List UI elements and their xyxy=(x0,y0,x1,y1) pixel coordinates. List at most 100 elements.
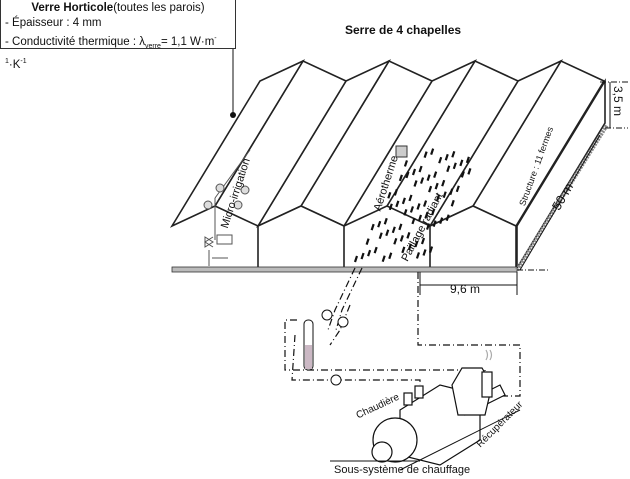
mulch-mark xyxy=(420,237,426,245)
mulch-mark xyxy=(399,235,404,242)
heating-subsystem-label: Sous-système de chauffage xyxy=(334,464,471,476)
mulch-mark xyxy=(430,148,435,155)
mulch-mark xyxy=(442,191,447,199)
mulch-mark xyxy=(423,200,428,207)
unit-k: ·K xyxy=(8,58,21,71)
mulch-mark xyxy=(451,150,456,158)
mulch-mark xyxy=(467,168,472,175)
greenhouse-structure xyxy=(169,59,606,271)
exp2: -1 xyxy=(20,58,27,66)
mulch-mark xyxy=(423,151,428,158)
aerotherme-unit xyxy=(395,145,408,158)
dimension-lines xyxy=(419,81,628,295)
mulch-mark xyxy=(459,159,464,167)
mulch-mark xyxy=(422,249,427,256)
mulch-mark xyxy=(391,226,396,234)
glass-info-box: Verre Horticole(toutes les parois) - Épa… xyxy=(0,0,236,71)
leader-dot xyxy=(230,112,236,118)
mulch-mark xyxy=(433,171,438,178)
mulch-mark xyxy=(411,168,417,176)
mulch-mark xyxy=(403,209,408,216)
mulch-mark xyxy=(353,255,359,263)
mulch-mark xyxy=(455,185,460,193)
info-conductivity: - Conductivité thermique : λverre= 1,1 W… xyxy=(5,31,231,73)
mulch-mark xyxy=(378,232,383,240)
mulch-mark xyxy=(393,237,398,245)
mulch-mark xyxy=(426,223,431,230)
mulch-mark xyxy=(449,188,454,196)
mulch-mark xyxy=(413,180,418,187)
mulch-mark xyxy=(450,199,455,207)
mulch-mark xyxy=(439,217,444,224)
mulch-mark xyxy=(381,255,386,263)
info-thickness: - Épaisseur : 4 mm xyxy=(5,17,102,29)
ground-strip xyxy=(171,266,518,273)
mulch-mark xyxy=(360,252,365,260)
pump-icon xyxy=(330,374,342,386)
mulch-mark xyxy=(365,238,370,245)
mulch-mark xyxy=(393,189,398,196)
radiant-mulch-marks xyxy=(353,148,472,263)
dim-height-label: 3,5 m xyxy=(611,85,626,117)
mulch-mark xyxy=(428,185,433,193)
side-wall xyxy=(516,78,606,271)
mulch-mark xyxy=(414,240,419,248)
pump-icon xyxy=(321,309,333,321)
mulch-mark xyxy=(387,191,392,199)
mulch-mark xyxy=(444,153,449,161)
mulch-mark xyxy=(434,182,439,190)
mulch-mark xyxy=(441,179,446,187)
mulch-mark xyxy=(415,252,420,259)
mulch-mark xyxy=(438,156,443,164)
mulch-mark xyxy=(417,214,423,222)
mulch-mark xyxy=(416,203,421,210)
mulch-mark xyxy=(460,171,465,178)
mulch-mark xyxy=(465,156,470,164)
mulch-mark xyxy=(446,165,451,173)
mulch-mark xyxy=(370,223,375,231)
mulch-mark xyxy=(432,220,437,227)
sprinklers xyxy=(203,149,251,266)
mulch-mark xyxy=(429,246,434,253)
info-title: Verre Horticole xyxy=(31,2,114,14)
conductivity-label: - Conductivité thermique : λ xyxy=(5,35,145,48)
mulch-mark xyxy=(401,197,406,205)
mulch-mark xyxy=(409,206,414,213)
dim-50m-line xyxy=(519,134,601,271)
dim-width-label: 9,6 m xyxy=(450,282,481,296)
mulch-mark xyxy=(401,246,406,254)
mulch-mark xyxy=(407,243,412,251)
conductivity-value: = 1,1 W·m xyxy=(160,35,215,48)
conductivity-sub: verre xyxy=(144,43,161,51)
pump-icon xyxy=(337,316,349,328)
mulch-mark xyxy=(408,194,413,202)
roof-left-0 xyxy=(169,59,306,228)
buffer-tank-fill xyxy=(305,345,312,369)
mulch-mark xyxy=(406,232,411,239)
info-title-note: (toutes les parois) xyxy=(113,2,205,14)
mulch-mark xyxy=(395,200,400,208)
mulch-mark xyxy=(445,214,450,222)
mulch-mark xyxy=(431,208,436,216)
mulch-mark xyxy=(452,162,457,170)
mulch-mark xyxy=(383,217,388,225)
mulch-mark xyxy=(385,229,390,237)
mulch-mark xyxy=(388,252,393,260)
mulch-mark xyxy=(367,249,372,257)
mulch-mark xyxy=(426,174,431,181)
recuperator-leader xyxy=(399,409,521,471)
mulch-mark xyxy=(411,217,416,225)
mulch-mark xyxy=(418,165,423,173)
diagram-title: Serre de 4 chapelles xyxy=(345,23,462,37)
heat-recovery-unit xyxy=(451,349,493,416)
mulch-mark xyxy=(403,160,408,167)
mulch-mark xyxy=(424,211,429,219)
exp1: -1 xyxy=(5,35,217,66)
mulch-mark xyxy=(388,203,393,211)
heating-pipes xyxy=(284,267,521,406)
mulch-mark xyxy=(405,171,410,179)
mulch-mark xyxy=(373,246,378,254)
mulch-mark xyxy=(377,220,382,228)
mulch-mark xyxy=(436,194,441,201)
